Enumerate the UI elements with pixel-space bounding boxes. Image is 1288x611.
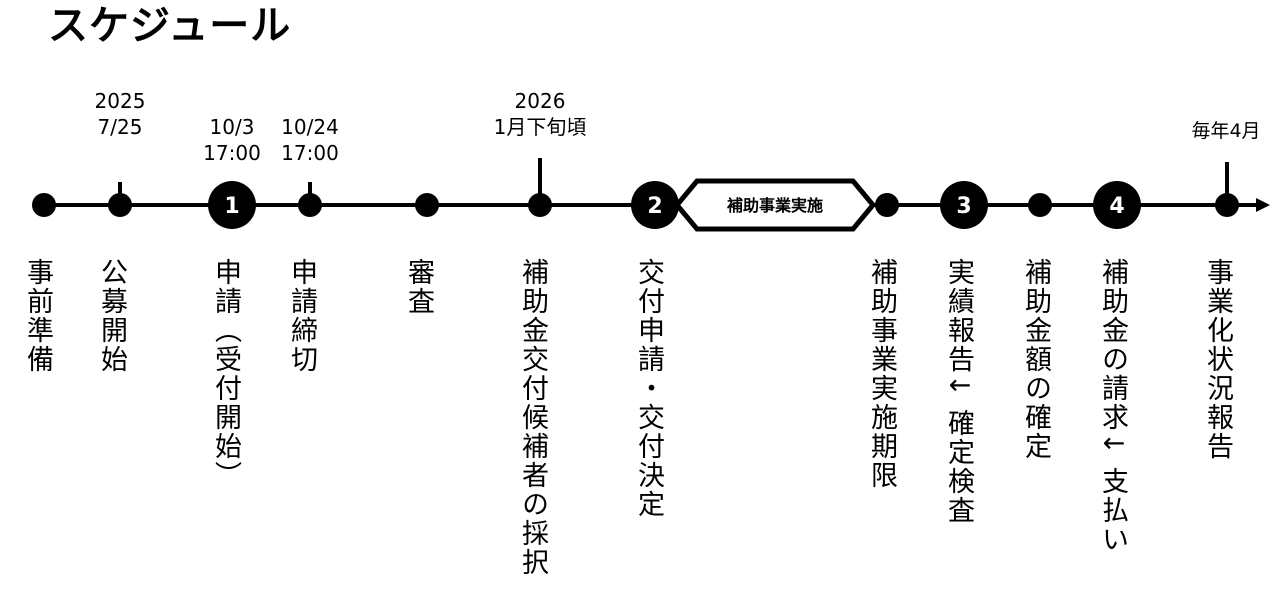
date-year: 2025 [94, 89, 146, 113]
step-number: 1 [224, 194, 239, 219]
date-label-annual-report: 毎年4月 [1176, 118, 1276, 144]
milestone-dot [415, 193, 439, 217]
arrow-head-icon [1256, 198, 1270, 212]
milestone-label: 補助金額の確定 [1020, 258, 1051, 461]
page-title: スケジュール [48, 3, 292, 49]
milestone-label: 実績報告↓ 確定検査 [943, 258, 974, 526]
date-day: 10/24 [281, 115, 339, 139]
date-label-application-deadline: 10/24 17:00 [268, 114, 352, 166]
milestone-label: 申請（受付開始） [210, 258, 241, 490]
milestone-label: 補助事業実施期限 [866, 258, 897, 490]
date-label-application-start: 10/3 17:00 [190, 114, 274, 166]
milestone-dot [108, 193, 132, 217]
date-label-adoption: 2026 1月下旬頃 [480, 88, 600, 140]
step-badge-4: 4 [1093, 181, 1141, 229]
step-badge-1: 1 [208, 181, 256, 229]
step-badge-3: 3 [940, 181, 988, 229]
milestone-label: 事前準備 [22, 258, 53, 374]
milestone-label: 補助金の請求↓ 支払い [1097, 258, 1128, 555]
date-time: 17:00 [203, 141, 261, 165]
step-badge-2: 2 [631, 181, 679, 229]
date-time: 17:00 [281, 141, 339, 165]
step-number: 2 [647, 194, 662, 219]
date-year: 2026 [514, 89, 566, 113]
milestone-dot [875, 193, 899, 217]
milestone-label: 申請締切 [286, 258, 317, 374]
milestone-label: 事業化状況報告 [1202, 258, 1233, 461]
milestone-dot [1028, 193, 1052, 217]
milestone-dot [528, 193, 552, 217]
date-label-public-start: 2025 7/25 [78, 88, 162, 140]
step-number: 3 [956, 194, 971, 219]
period-box: 補助事業実施 [673, 178, 877, 232]
date-day: 10/3 [209, 115, 255, 139]
period-label: 補助事業実施 [726, 196, 823, 215]
milestone-dot [32, 193, 56, 217]
date-day: 毎年4月 [1191, 120, 1261, 142]
milestone-label: 公募開始 [96, 258, 127, 374]
date-day: 1月下旬頃 [493, 115, 587, 139]
milestone-dot [298, 193, 322, 217]
milestone-label: 交付申請・交付決定 [633, 258, 664, 519]
milestone-label: 補助金交付候補者の採択 [517, 258, 548, 577]
milestone-dot [1215, 193, 1239, 217]
step-number: 4 [1109, 194, 1124, 219]
milestone-label: 審査 [403, 258, 434, 316]
date-day: 7/25 [97, 115, 143, 139]
